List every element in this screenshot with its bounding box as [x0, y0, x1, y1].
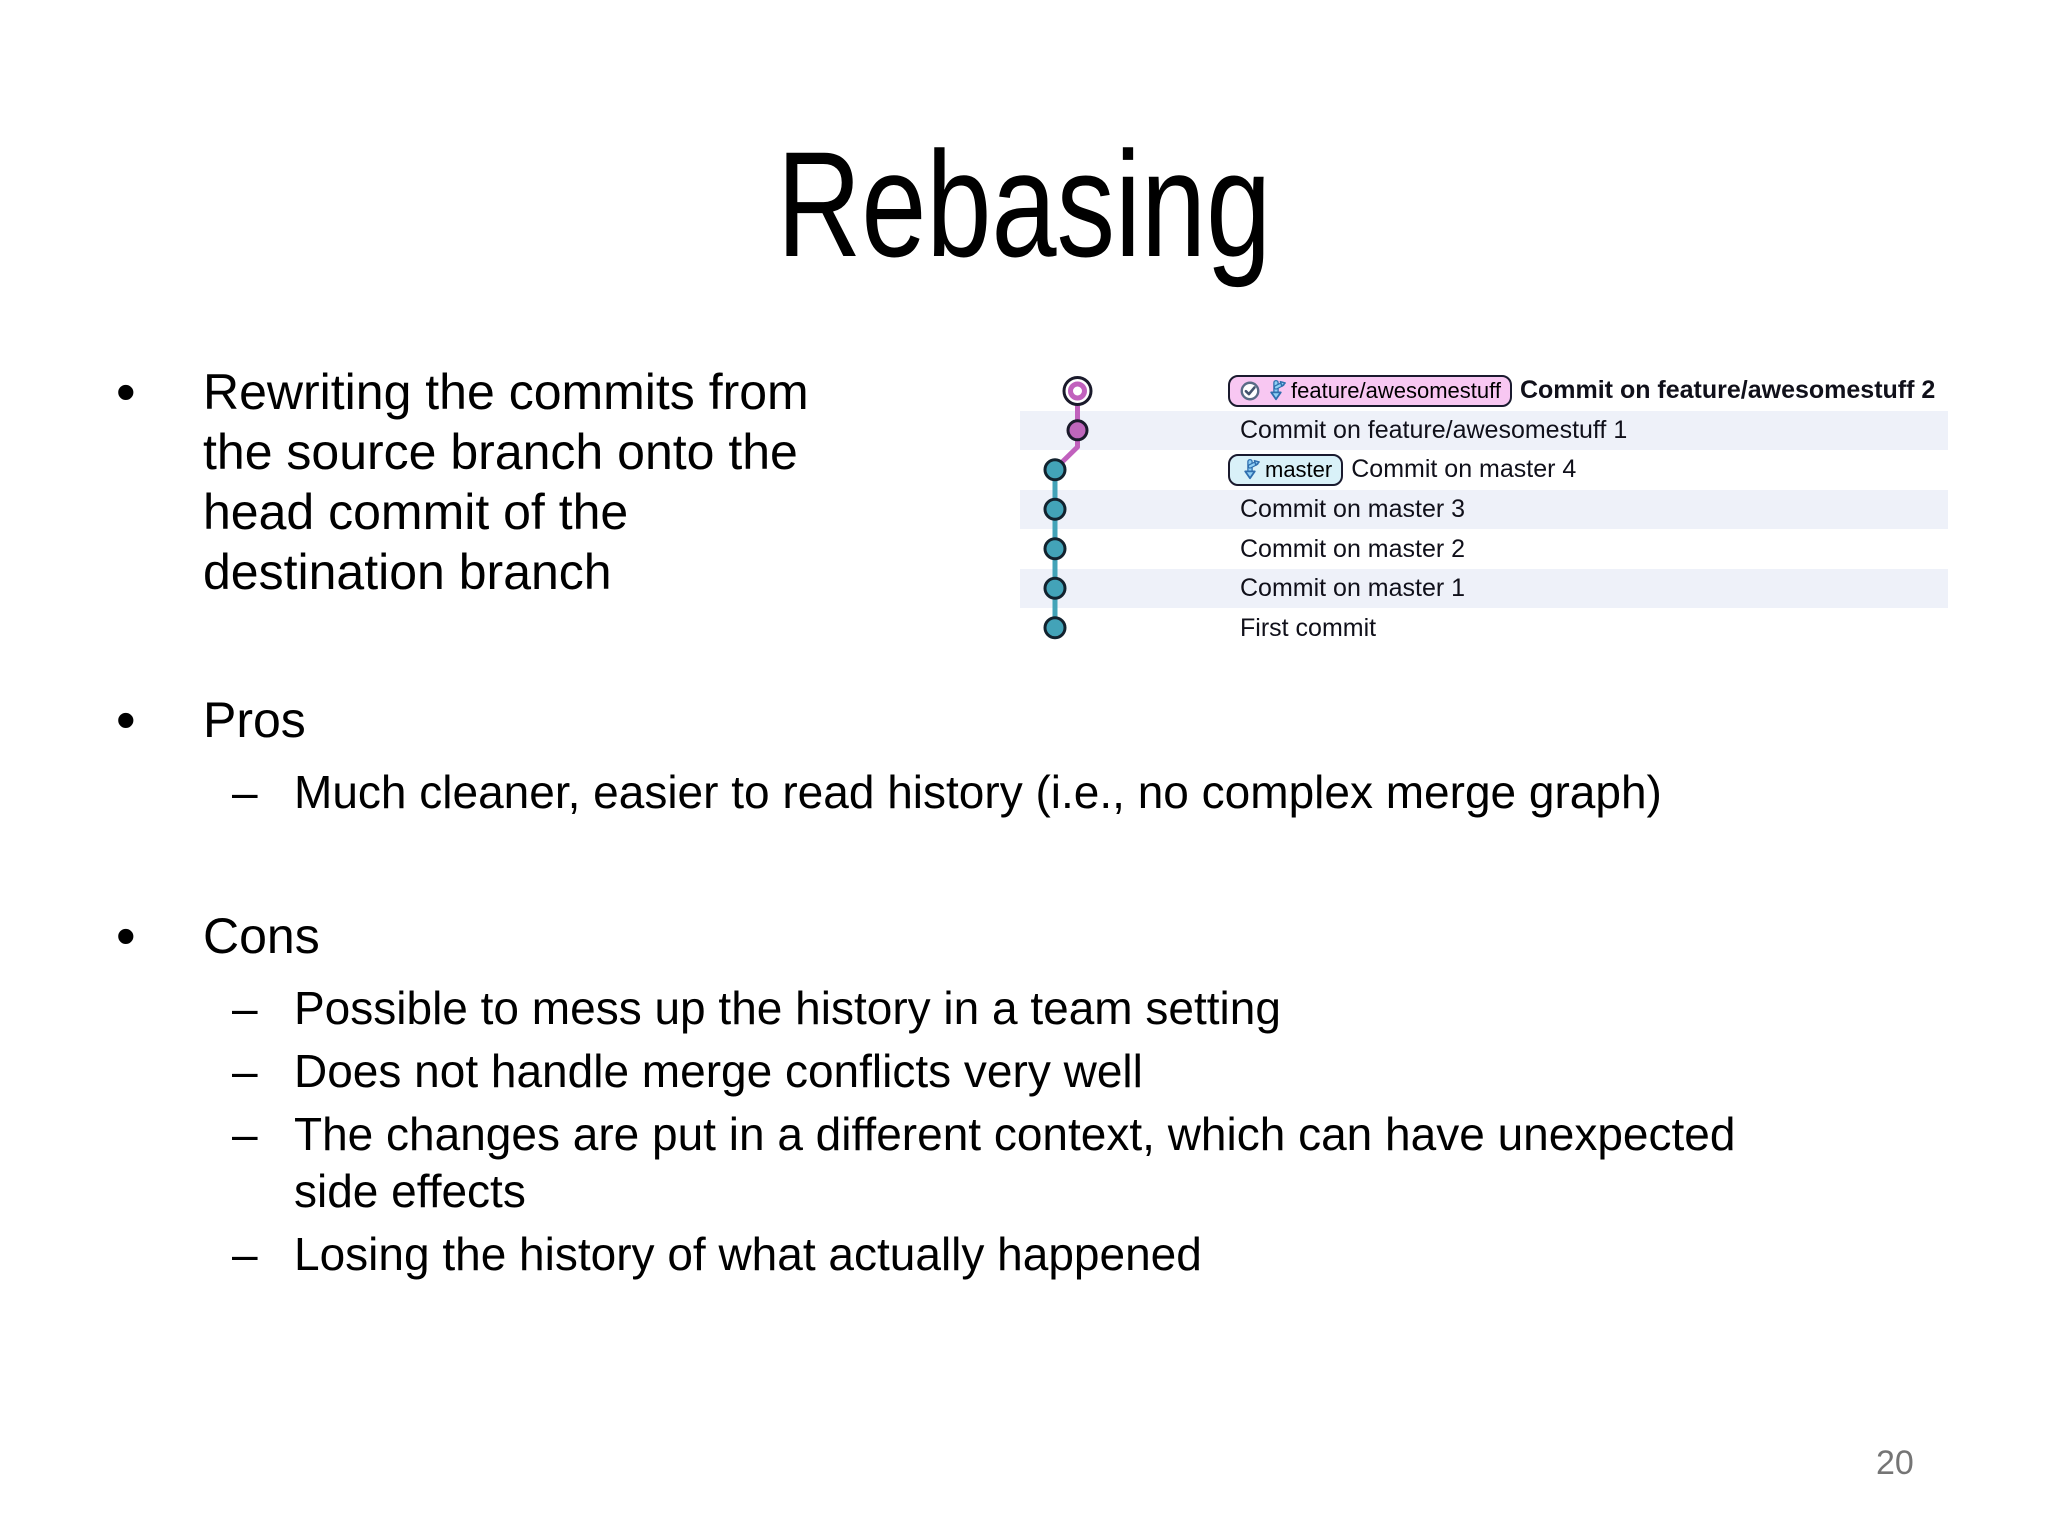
cons-item-text: Does not handle merge conflicts very wel… [294, 1045, 1143, 1097]
cons-list: – Possible to mess up the history in a t… [108, 980, 1735, 1283]
branch-icon [1270, 379, 1286, 400]
commit-row: First commit [1020, 608, 1948, 648]
branch-icon [1244, 458, 1260, 480]
dash-marker: – [232, 1045, 258, 1097]
cons-item-text: Losing the history of what actually happ… [294, 1228, 1202, 1280]
list-item: – Possible to mess up the history in a t… [108, 980, 1735, 1037]
branch-badge-feature: feature/awesomestuff [1228, 374, 1512, 407]
bullet-rewriting: • Rewriting the commits from the source … [108, 362, 809, 602]
cons-item-text: The changes are put in a different conte… [294, 1106, 1735, 1220]
bullet-pros: • Pros – Much cleaner, easier to read hi… [108, 690, 1662, 827]
text-line: The changes are put in a different conte… [294, 1108, 1736, 1160]
commit-row: Commit on master 3 [1020, 489, 1948, 530]
commit-row: Commit on master 2 [1020, 529, 1948, 569]
commit-message: Commit on master 4 [1351, 455, 1577, 484]
list-item: – Losing the history of what actually ha… [108, 1226, 1735, 1283]
commit-message: Commit on master 1 [1240, 574, 1466, 603]
pros-item-text: Much cleaner, easier to read history (i.… [294, 766, 1662, 818]
git-graph: feature/awesomestuff Commit on feature/a… [1020, 371, 1948, 648]
pros-list: – Much cleaner, easier to read history (… [108, 764, 1662, 821]
commit-row: Commit on feature/awesomestuff 1 [1020, 410, 1948, 451]
text-line: Rewriting the commits from [203, 364, 809, 420]
commit-message: Commit on master 2 [1240, 534, 1466, 563]
commit-message: Commit on feature/awesomestuff 2 [1519, 376, 1936, 405]
dash-marker: – [232, 766, 258, 818]
list-item: – Much cleaner, easier to read history (… [108, 764, 1662, 821]
commit-row: Commit on master 1 [1020, 568, 1948, 609]
commit-row: master Commit on master 4 [1020, 450, 1948, 490]
bullet-marker: • [116, 904, 136, 967]
dash-marker: – [232, 1228, 258, 1280]
dash-marker: – [232, 982, 258, 1034]
commit-message: First commit [1240, 613, 1377, 642]
page-number: 20 [1876, 1444, 1914, 1482]
commit-message: Commit on feature/awesomestuff 1 [1240, 415, 1628, 444]
branch-badge-label: feature/awesomestuff [1291, 377, 1501, 403]
cons-item-text: Possible to mess up the history in a tea… [294, 982, 1281, 1034]
branch-badge-label: master [1265, 456, 1333, 482]
branch-badge-master: master [1228, 453, 1344, 486]
text-line: head commit of the [203, 484, 629, 540]
list-item: – Does not handle merge conflicts very w… [108, 1043, 1735, 1100]
bullet-rewriting-text: Rewriting the commits from the source br… [203, 362, 809, 602]
pros-heading: Pros [203, 692, 306, 748]
check-circle-icon [1240, 381, 1260, 401]
bullet-marker: • [116, 688, 136, 751]
dash-marker: – [232, 1108, 258, 1160]
list-item: – The changes are put in a different con… [108, 1106, 1735, 1220]
page-title: Rebasing [776, 120, 1272, 288]
cons-heading: Cons [203, 908, 320, 964]
text-line: destination branch [203, 544, 612, 600]
text-line: the source branch onto the [203, 424, 798, 480]
text-line: side effects [294, 1165, 526, 1217]
bullet-marker: • [116, 360, 136, 423]
bullet-cons: • Cons – Possible to mess up the history… [108, 906, 1735, 1289]
commit-message: Commit on master 3 [1240, 494, 1466, 523]
commit-row: feature/awesomestuff Commit on feature/a… [1020, 371, 1948, 411]
